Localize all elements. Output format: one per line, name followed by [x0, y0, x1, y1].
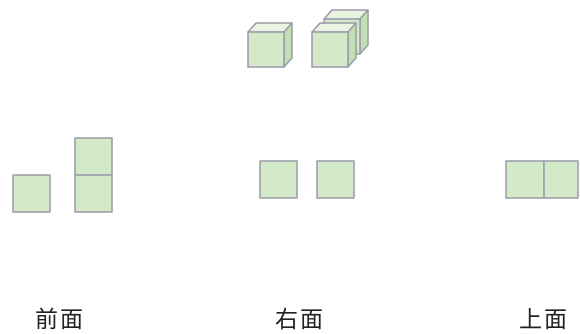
cube-side-face: [283, 22, 293, 68]
cube-front-face: [247, 31, 285, 68]
front-view: [12, 137, 113, 213]
cube-side-face: [347, 22, 357, 68]
top-view: [505, 160, 579, 199]
cube-model-3d: [247, 9, 369, 68]
view-square: [259, 160, 298, 199]
view-square: [74, 174, 113, 213]
top-view-label: 上面: [519, 307, 569, 333]
view-square: [316, 160, 355, 199]
view-square: [12, 174, 51, 213]
right-view: [259, 160, 355, 199]
cube-front-face: [311, 31, 349, 68]
view-square: [505, 160, 545, 199]
view-square: [543, 160, 579, 199]
stacked-cubes: [311, 9, 369, 68]
front-view-label: 前面: [35, 307, 85, 333]
right-view-label: 右面: [275, 307, 325, 333]
single-cube: [247, 22, 293, 68]
cube-side-face: [359, 9, 369, 55]
view-square: [74, 137, 113, 176]
